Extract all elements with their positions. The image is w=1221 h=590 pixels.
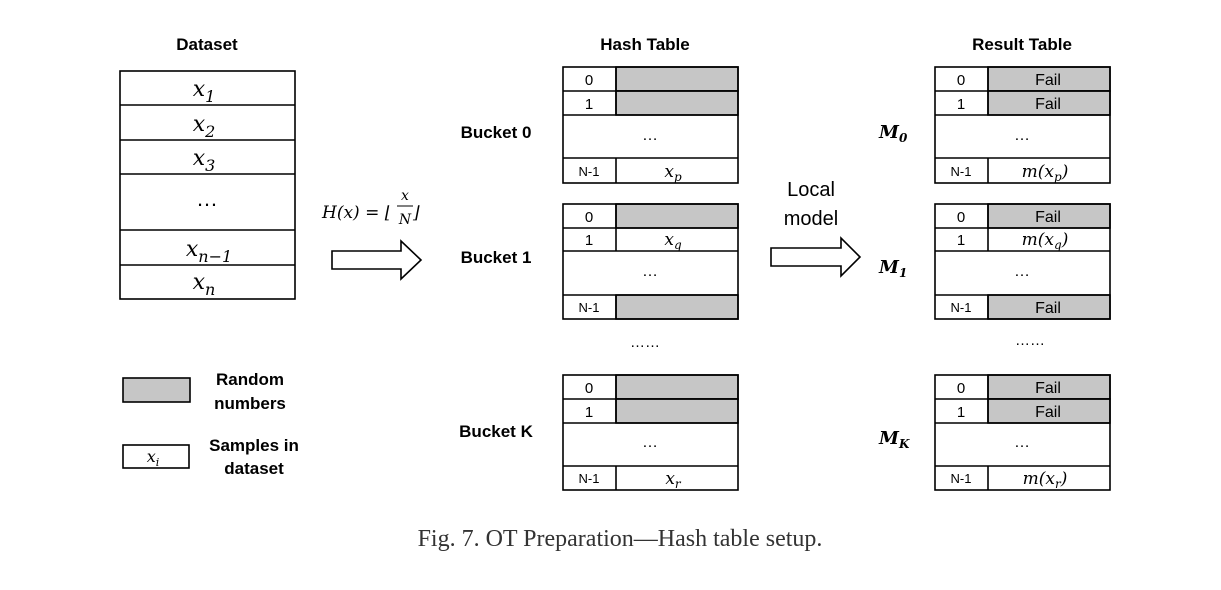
local-model-arrow: [770, 236, 862, 278]
bucket-1-index-n-1: N-1: [579, 300, 600, 315]
bucket-1-value-1: xq: [664, 230, 682, 252]
result-1-index-n-1: N-1: [951, 300, 972, 315]
bucket-k-value-n-1: xr: [665, 469, 682, 491]
result-0-index-1: 1: [957, 96, 965, 113]
legend-sample-symbol: xi: [147, 447, 160, 469]
result-table-0: 0 Fail 1 Fail … N-1 m(xp): [934, 66, 1111, 184]
legend-samples-label-line1: Samples in: [209, 436, 299, 455]
result-1-index-0: 0: [957, 209, 965, 226]
bucket-k-index-0: 0: [585, 380, 593, 397]
result-k-ellipsis: …: [1014, 434, 1030, 451]
result-gap-dots: ……: [1015, 332, 1045, 349]
hash-function-label: H(x) = ⌊ x N ⌋: [321, 188, 420, 228]
result-k-index-0: 0: [957, 380, 965, 397]
bucket-0-index-1: 1: [585, 96, 593, 113]
bucket-0-ellipsis: …: [642, 127, 658, 144]
bucket-0-index-n-1: N-1: [579, 164, 600, 179]
legend-random-label-line2: numbers: [214, 394, 286, 413]
bucket-0-label: Bucket 0: [461, 123, 532, 142]
result-1-ellipsis: …: [1014, 263, 1030, 280]
result-0-index-n-1: N-1: [951, 164, 972, 179]
hash-gap-dots: ……: [630, 334, 660, 351]
bucket-k-index-1: 1: [585, 404, 593, 421]
result-0-value-1: Fail: [1035, 96, 1061, 113]
result-k-index-1: 1: [957, 404, 965, 421]
bucket-0-index-0: 0: [585, 72, 593, 89]
result-k-value-1: Fail: [1035, 404, 1061, 421]
result-0-value-0: Fail: [1035, 72, 1061, 89]
dataset-row-n-minus-1: xn−1: [186, 237, 232, 266]
model-0-label: M0: [878, 122, 908, 145]
hash-table-title: Hash Table: [600, 35, 689, 54]
dataset-row-2: x2: [193, 112, 216, 141]
svg-text:N: N: [398, 212, 412, 228]
bucket-1-index-0: 0: [585, 209, 593, 226]
result-1-value-0: Fail: [1035, 209, 1061, 226]
result-1-value-n-1: Fail: [1035, 300, 1061, 317]
result-k-value-n-1: m(xr): [1023, 469, 1068, 491]
result-1-index-1: 1: [957, 232, 965, 249]
legend: Random numbers xi Samples in dataset: [122, 370, 299, 478]
legend-sample-swatch: [122, 444, 190, 469]
svg-text:H(x) = ⌊: H(x) = ⌊: [321, 203, 391, 223]
dataset-row-ellipsis: …: [196, 186, 218, 211]
result-0-ellipsis: …: [1014, 127, 1030, 144]
result-0-value-n-1: m(xp): [1022, 162, 1069, 184]
dataset-row-1: x1: [193, 77, 216, 106]
hash-arrow: [331, 239, 423, 281]
bucket-1-table: 0 1 xq … N-1: [562, 203, 739, 320]
result-0-index-0: 0: [957, 72, 965, 89]
result-table-title: Result Table: [972, 35, 1072, 54]
legend-samples-label-line2: dataset: [224, 459, 284, 478]
legend-random-label-line1: Random: [216, 370, 284, 389]
dataset-title: Dataset: [176, 35, 238, 54]
result-k-index-n-1: N-1: [951, 471, 972, 486]
bucket-0-value-n-1: xp: [664, 162, 682, 184]
bucket-k-table: 0 1 … N-1 xr: [562, 374, 739, 491]
result-table-1: 0 Fail 1 m(xq) … N-1 Fail: [934, 203, 1111, 320]
result-1-value-1: m(xq): [1022, 230, 1069, 252]
local-model-label-line1: Local: [787, 179, 835, 201]
result-table-k: 0 Fail 1 Fail … N-1 m(xr): [934, 374, 1111, 491]
bucket-0-table: 0 1 … N-1 xp: [562, 66, 739, 184]
dataset-table: x1 x2 x3 … xn−1 xn: [119, 70, 296, 300]
bucket-1-label: Bucket 1: [461, 248, 532, 267]
result-k-value-0: Fail: [1035, 380, 1061, 397]
svg-text:x: x: [401, 188, 409, 204]
bucket-k-label: Bucket K: [459, 422, 533, 441]
bucket-k-index-n-1: N-1: [579, 471, 600, 486]
svg-text:⌋: ⌋: [412, 203, 420, 223]
dataset-row-3: x3: [193, 146, 216, 175]
bucket-1-index-1: 1: [585, 232, 593, 249]
model-k-label: MK: [878, 428, 910, 451]
legend-random-swatch: [122, 377, 191, 403]
model-1-label: M1: [878, 257, 907, 280]
figure-caption: Fig. 7. OT Preparation—Hash table setup.: [418, 526, 823, 552]
local-model-label-line2: model: [784, 208, 838, 230]
bucket-1-ellipsis: …: [642, 263, 658, 280]
bucket-k-ellipsis: …: [642, 434, 658, 451]
dataset-row-n: xn: [193, 270, 216, 299]
